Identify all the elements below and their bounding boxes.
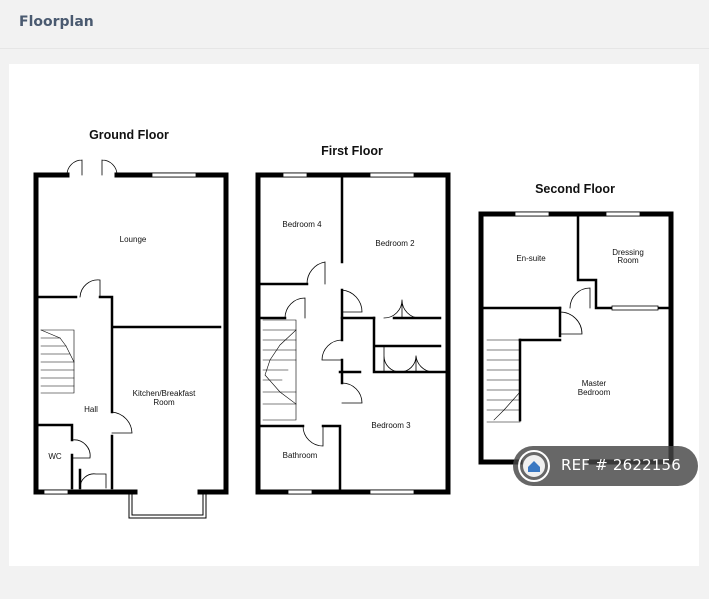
room-lounge: Lounge xyxy=(120,235,147,244)
section-title: Floorplan xyxy=(19,14,94,30)
first-floor-plan xyxy=(255,172,451,495)
room-master-line2: Bedroom xyxy=(578,388,611,397)
first-floor-title: First Floor xyxy=(321,144,383,158)
room-master-line1: Master xyxy=(582,379,607,388)
ground-floor-plan xyxy=(33,159,229,519)
room-kitchen-line1: Kitchen/Breakfast xyxy=(133,389,196,398)
second-floor-title: Second Floor xyxy=(535,182,615,196)
room-dressing-line1: Dressing xyxy=(612,248,644,257)
room-bedroom-4: Bedroom 4 xyxy=(282,220,322,229)
room-dressing-line2: Room xyxy=(617,256,639,265)
room-bedroom-3: Bedroom 3 xyxy=(371,421,411,430)
room-bedroom-2: Bedroom 2 xyxy=(375,239,415,248)
floorplan-panel: Ground Floor First Floor Second Floor Lo… xyxy=(9,64,699,566)
room-en-suite: En-suite xyxy=(516,254,546,263)
room-kitchen-line2: Room xyxy=(153,398,175,407)
floorplan-drawing: Ground Floor First Floor Second Floor Lo… xyxy=(33,128,674,519)
home-icon xyxy=(518,450,550,482)
room-bathroom: Bathroom xyxy=(283,451,318,460)
room-hall: Hall xyxy=(84,405,98,414)
ground-floor-title: Ground Floor xyxy=(89,128,169,142)
reference-number: REF # 2622156 xyxy=(561,456,682,474)
room-wc: WC xyxy=(48,452,62,461)
reference-badge: REF # 2622156 xyxy=(513,446,698,486)
section-header: Floorplan xyxy=(0,0,709,49)
